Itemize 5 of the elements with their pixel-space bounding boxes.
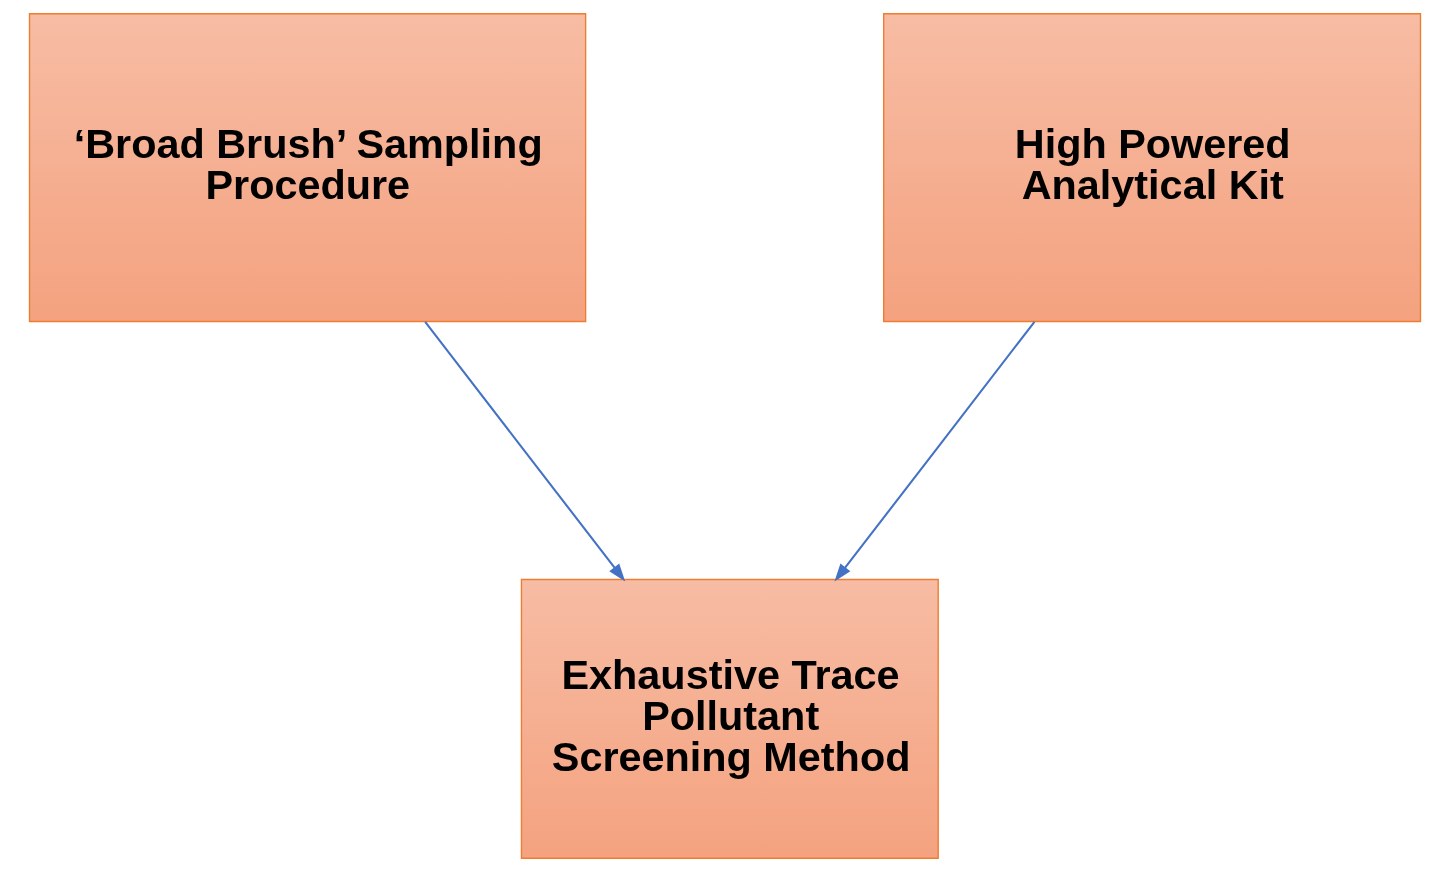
arrow (833, 321, 1035, 582)
node-box: ‘Broad Brush’ Sampling Procedure (28, 13, 586, 323)
arrow (423, 321, 625, 582)
node-box: Exhaustive Trace Pollutant Screening Method (520, 578, 939, 859)
node-box: High Powered Analytical Kit (882, 13, 1421, 323)
